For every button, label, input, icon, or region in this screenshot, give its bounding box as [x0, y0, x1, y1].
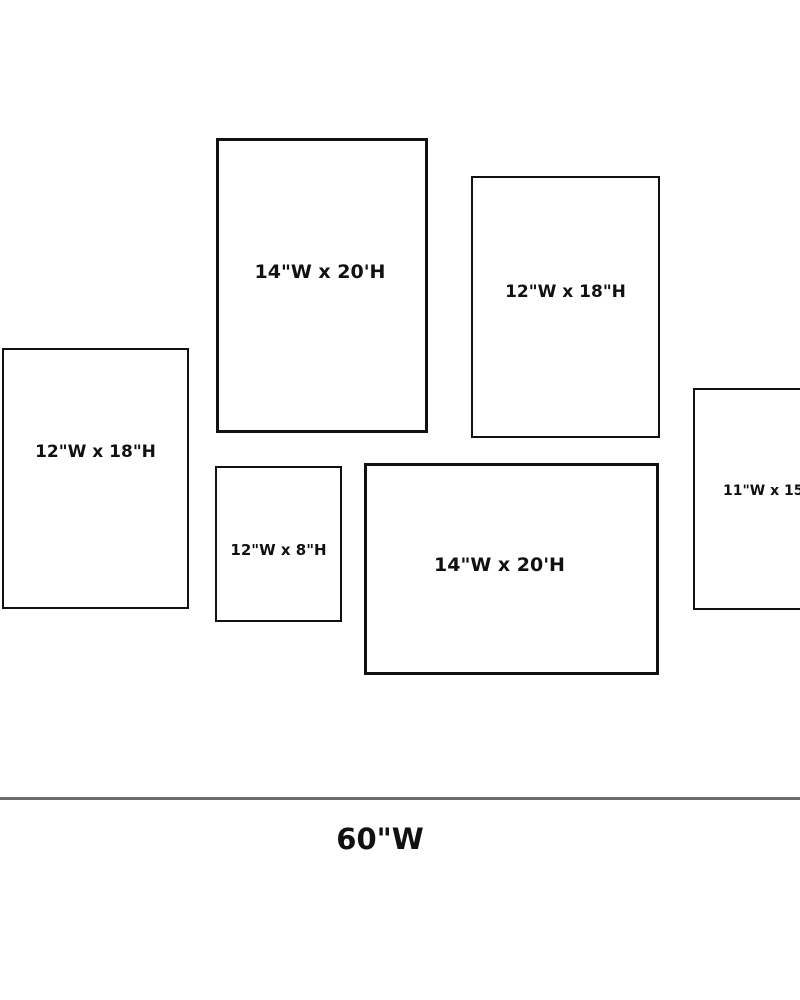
wall-width-line — [0, 797, 800, 800]
frame-right-partial: 11"W x 15 — [693, 388, 800, 610]
frame-bottom-landscape: 14"W x 20'H — [364, 463, 659, 675]
frame-size-label: 12"W x 18"H — [35, 441, 156, 462]
frame-size-label: 14"W x 20'H — [434, 554, 565, 576]
frame-small-bottom: 12"W x 8"H — [215, 466, 342, 622]
frame-top-center: 14"W x 20'H — [216, 138, 428, 433]
frame-left: 12"W x 18"H — [2, 348, 189, 609]
frame-size-label: 14"W x 20'H — [254, 260, 386, 283]
frame-size-label: 12"W x 8"H — [230, 541, 327, 559]
frame-top-right: 12"W x 18"H — [471, 176, 660, 438]
frame-size-label: 11"W x 15 — [723, 483, 800, 499]
frame-size-label: 12"W x 18"H — [505, 282, 626, 302]
wall-width-label: 60"W — [336, 822, 424, 856]
